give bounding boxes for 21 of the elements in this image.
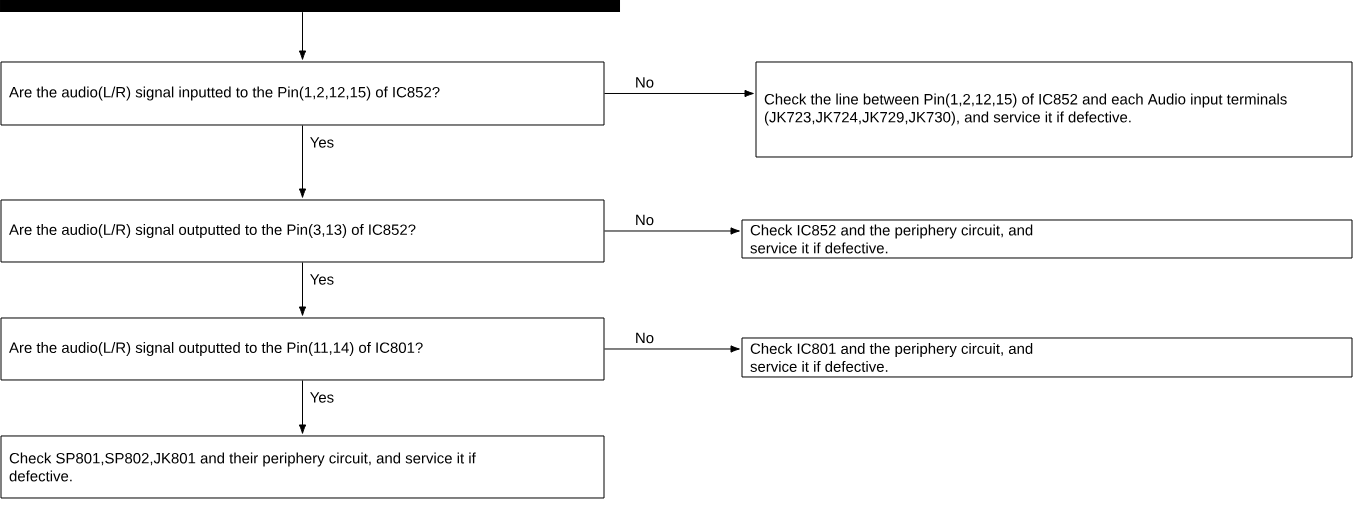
edge-label: Yes <box>308 391 336 404</box>
arrow <box>604 227 740 235</box>
process-box: Check IC852 and the periphery circuit, and service it if defective. <box>741 219 1353 259</box>
arrow <box>604 345 740 353</box>
arrow <box>298 262 307 316</box>
arrow <box>298 125 307 198</box>
edge-label: Yes <box>308 273 336 286</box>
edge-label: No <box>633 76 656 89</box>
process-box: Are the audio(L/R) signal outputted to the Pin(3,13) of IC852? <box>0 199 605 263</box>
edge-label: No <box>633 331 656 345</box>
header-bar <box>0 0 620 12</box>
process-box: Check IC801 and the periphery circuit, and service it if defective. <box>741 337 1353 378</box>
arrow <box>604 89 754 98</box>
edge-label: No <box>633 213 656 227</box>
process-box: Are the audio(L/R) signal inputted to the Pin(1,2,12,15) of IC852? <box>0 61 605 126</box>
edge-label: Yes <box>308 136 336 149</box>
arrow <box>298 11 307 60</box>
process-box: Check the line between Pin(1,2,12,15) of IC852 and each Audio input terminals (JK723,JK724,JK729,JK730), and service it if defective. <box>755 61 1353 158</box>
process-box: Are the audio(L/R) signal outputted to the Pin(11,14) of IC801? <box>0 317 605 381</box>
arrow <box>298 380 307 434</box>
process-box: Check SP801,SP802,JK801 and their periphery circuit, and service it if defective. <box>0 435 605 499</box>
